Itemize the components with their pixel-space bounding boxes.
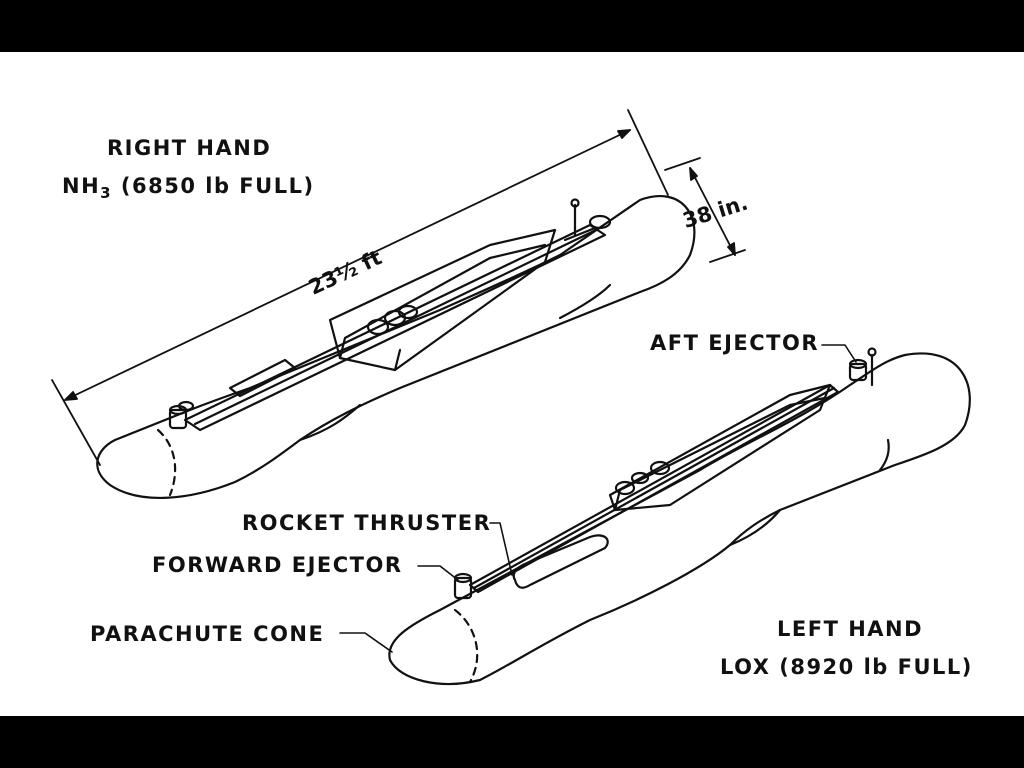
right-hand-tank (96, 194, 696, 499)
right-propellant-subscript: 3 (100, 184, 113, 203)
right-forward-ejector (168, 400, 195, 430)
left-parachute-cone (453, 608, 479, 684)
right-thruster-box (228, 358, 297, 398)
left-tank-body (388, 352, 971, 686)
leader-lines (339, 344, 857, 653)
forward-ejector-label: FORWARD EJECTOR (152, 553, 403, 577)
right-propellant-formula: NH (62, 174, 101, 198)
length-dimension (51, 109, 669, 466)
rocket-thruster-label: ROCKET THRUSTER (242, 511, 492, 535)
left-hand-label: LEFT HAND (777, 617, 924, 641)
right-propellant-label: NH3 (6850 lb FULL) (62, 174, 315, 202)
letterbox-bottom (0, 716, 1024, 768)
left-rocket-thruster (512, 534, 609, 589)
right-hand-label: RIGHT HAND (107, 136, 272, 160)
right-propellant-mass: (6850 lb FULL) (112, 174, 315, 198)
parachute-cone-label: PARACHUTE CONE (90, 622, 325, 646)
aft-ejector-label: AFT EJECTOR (650, 331, 819, 355)
left-propellant-label: LOX (8920 lb FULL) (720, 655, 973, 679)
left-fairing (468, 383, 840, 594)
left-aft-ejector (848, 347, 877, 387)
left-hand-tank (388, 347, 971, 686)
right-fairing (183, 223, 607, 432)
right-aft-ejector (563, 198, 612, 242)
diameter-dimension (664, 157, 746, 263)
letterbox-top (0, 0, 1024, 52)
right-parachute-cone (156, 428, 177, 497)
